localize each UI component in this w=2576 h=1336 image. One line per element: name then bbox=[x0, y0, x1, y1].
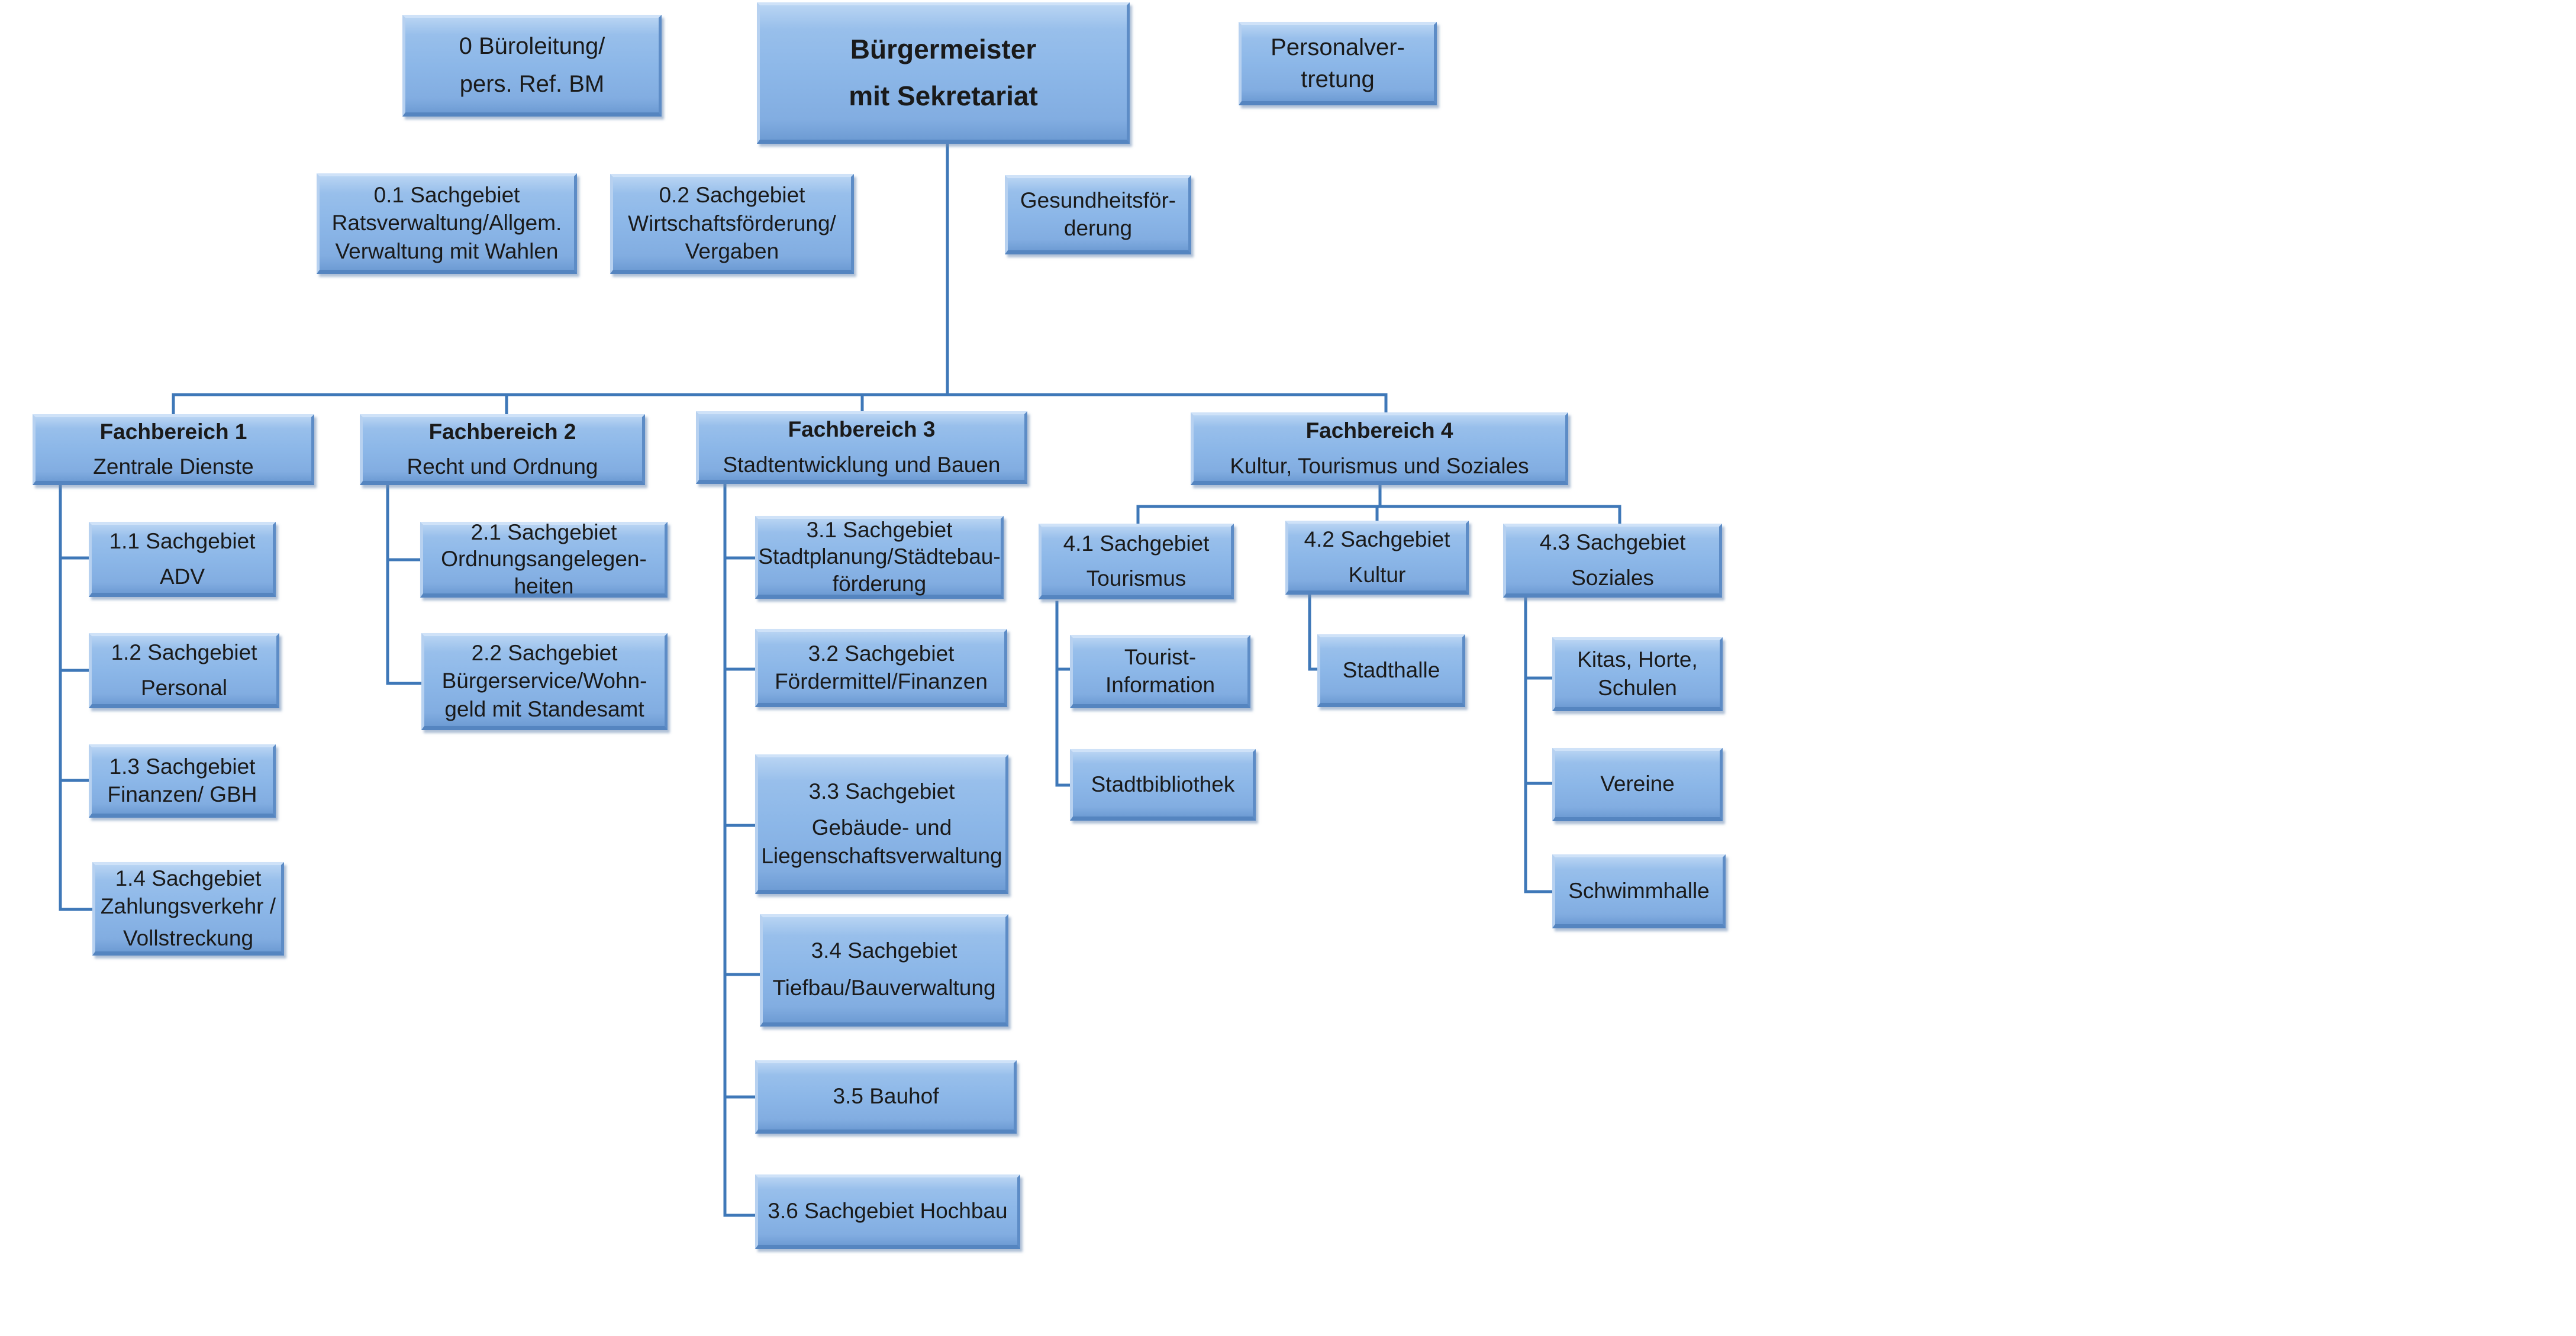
node-fachbereich-3: Fachbereich 3 Stadtentwicklung und Bauen bbox=[696, 411, 1027, 484]
node-fachbereich-2: Fachbereich 2 Recht und Ordnung bbox=[360, 414, 645, 485]
node-sachgebiet-4-3: 4.3 Sachgebiet Soziales bbox=[1503, 524, 1722, 598]
node-sachgebiet-4-2: 4.2 Sachgebiet Kultur bbox=[1285, 521, 1469, 595]
node-kitas-horte-schulen: Kitas, Horte, Schulen bbox=[1552, 637, 1723, 711]
node-sachgebiet-0-2: 0.2 Sachgebiet Wirtschaftsförderung/ Ver… bbox=[610, 174, 854, 274]
node-personalvertretung: Personalver- tretung bbox=[1239, 22, 1437, 105]
node-sachgebiet-2-2: 2.2 Sachgebiet Bürgerservice/Wohn- geld … bbox=[421, 633, 668, 730]
node-stadthalle: Stadthalle bbox=[1317, 634, 1465, 707]
node-sachgebiet-3-6: 3.6 Sachgebiet Hochbau bbox=[755, 1174, 1020, 1249]
node-schwimmhalle: Schwimmhalle bbox=[1552, 854, 1726, 928]
node-sachgebiet-3-1: 3.1 Sachgebiet Stadtplanung/Städtebau- f… bbox=[755, 516, 1004, 599]
node-bueroleitung: 0 Büroleitung/ pers. Ref. BM bbox=[402, 15, 662, 117]
node-sachgebiet-1-4: 1.4 Sachgebiet Zahlungsverkehr / Vollstr… bbox=[92, 862, 284, 956]
node-fachbereich-4: Fachbereich 4 Kultur, Tourismus und Sozi… bbox=[1191, 412, 1568, 485]
node-buergermeister: Bürgermeister mit Sekretariat bbox=[757, 2, 1130, 144]
node-sachgebiet-3-3: 3.3 Sachgebiet Gebäude- und Liegenschaft… bbox=[755, 754, 1008, 894]
node-sachgebiet-4-1: 4.1 Sachgebiet Tourismus bbox=[1039, 524, 1234, 599]
node-stadtbibliothek: Stadtbibliothek bbox=[1070, 749, 1256, 821]
node-gesundheitsfoerderung: Gesundheitsför- derung bbox=[1005, 175, 1191, 254]
node-sachgebiet-3-4: 3.4 Sachgebiet Tiefbau/Bauverwaltung bbox=[760, 914, 1008, 1027]
node-fachbereich-1: Fachbereich 1 Zentrale Dienste bbox=[33, 414, 314, 485]
node-sachgebiet-1-3: 1.3 Sachgebiet Finanzen/ GBH bbox=[89, 744, 276, 818]
node-sachgebiet-1-2: 1.2 Sachgebiet Personal bbox=[89, 633, 279, 708]
node-sachgebiet-2-1: 2.1 Sachgebiet Ordnungsangelegen- heiten bbox=[420, 520, 668, 598]
node-sachgebiet-0-1: 0.1 Sachgebiet Ratsverwaltung/Allgem. Ve… bbox=[317, 173, 577, 274]
node-sachgebiet-1-1: 1.1 Sachgebiet ADV bbox=[89, 522, 276, 597]
node-sachgebiet-3-2: 3.2 Sachgebiet Fördermittel/Finanzen bbox=[755, 629, 1007, 707]
node-vereine: Vereine bbox=[1552, 748, 1723, 821]
node-tourist-information: Tourist- Information bbox=[1070, 635, 1250, 708]
node-sachgebiet-3-5: 3.5 Bauhof bbox=[755, 1060, 1017, 1134]
